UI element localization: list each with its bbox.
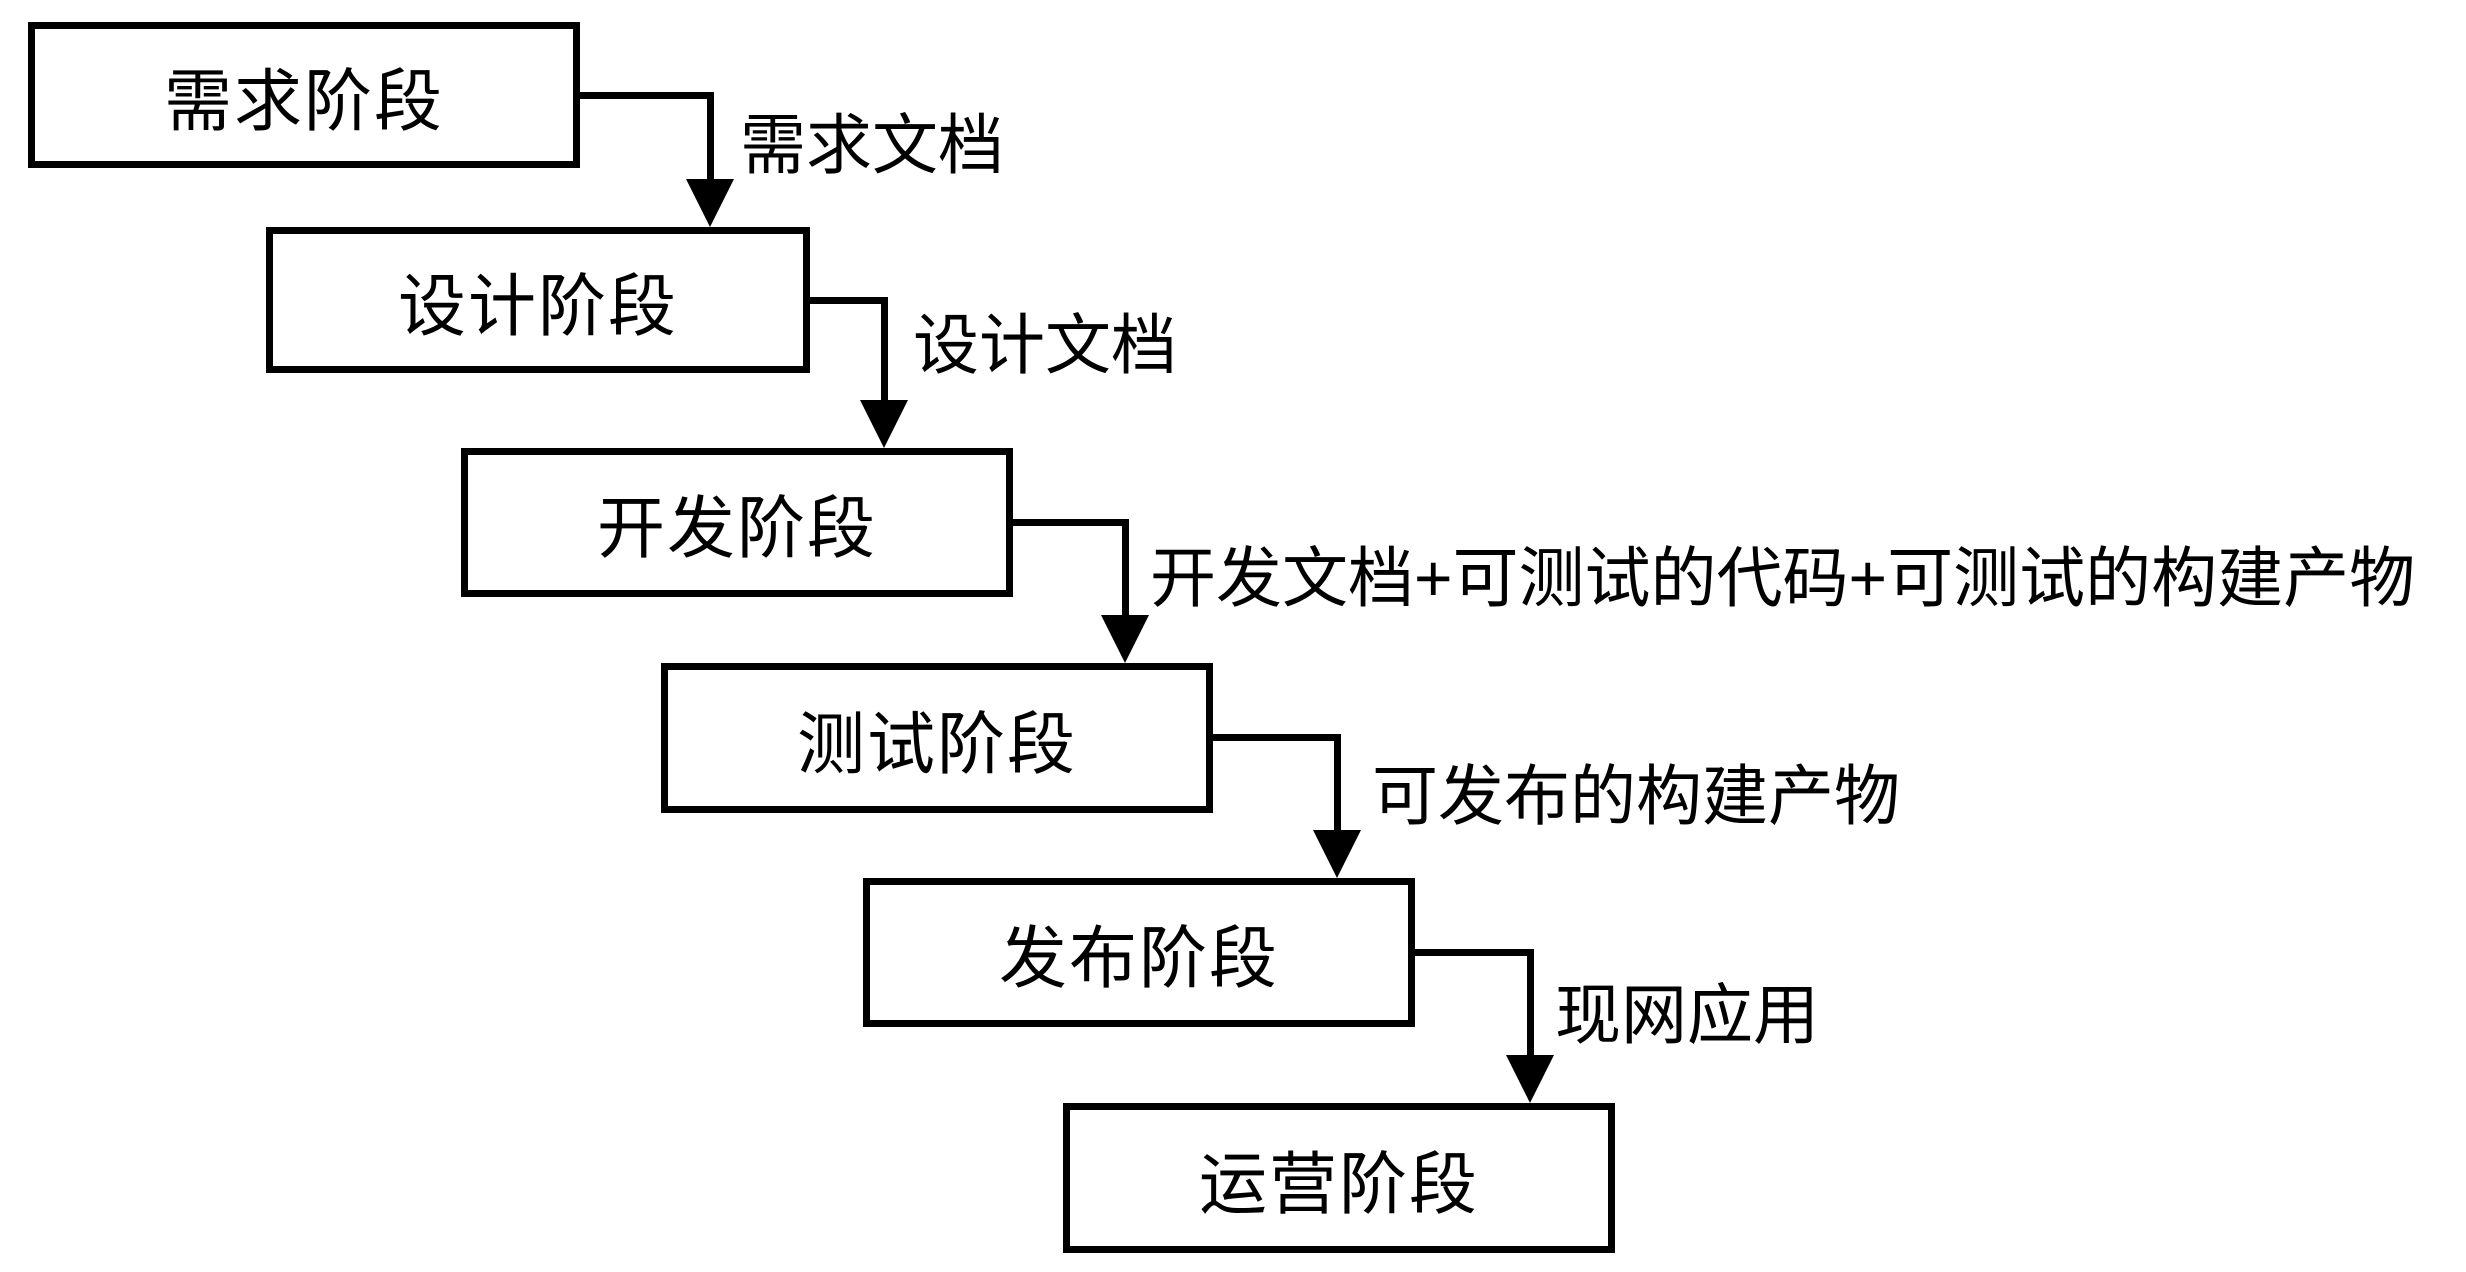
edge-label-releasable-artifacts: 可发布的构建产物: [1372, 759, 1900, 833]
edge-label-development-artifacts: 开发文档+可测试的代码+可测试的构建产物: [1150, 541, 2416, 615]
connector-development-testing-v-line: [1122, 519, 1129, 617]
stage-box-requirements: 需求阶段: [28, 22, 580, 168]
stage-label: 运营阶段: [1198, 1146, 1479, 1223]
connector-release-operations-h-line: [1415, 949, 1534, 956]
connector-requirements-design-v-line: [707, 92, 714, 181]
stage-label: 设计阶段: [397, 268, 678, 345]
edge-label-design-doc: 设计文档: [913, 308, 1177, 382]
arrow-down-icon: [1101, 615, 1149, 663]
connector-design-development-h-line: [810, 297, 888, 304]
connector-design-development-v-line: [881, 297, 888, 402]
stage-box-release: 发布阶段: [863, 878, 1415, 1027]
arrow-down-icon: [860, 400, 908, 448]
arrow-down-icon: [1313, 830, 1361, 878]
stage-label: 发布阶段: [998, 921, 1279, 997]
stage-label: 需求阶段: [163, 63, 444, 140]
arrow-down-icon: [686, 179, 734, 227]
stage-box-testing: 测试阶段: [661, 663, 1213, 813]
stage-box-operations: 运营阶段: [1063, 1103, 1615, 1253]
stage-box-development: 开发阶段: [461, 448, 1013, 597]
connector-release-operations-v-line: [1527, 949, 1534, 1057]
stage-label: 测试阶段: [796, 706, 1077, 783]
connector-testing-release-v-line: [1334, 734, 1341, 832]
connector-testing-release-h-line: [1213, 734, 1341, 741]
stage-label: 开发阶段: [596, 491, 877, 567]
edge-label-live-application: 现网应用: [1555, 978, 1819, 1052]
edge-label-requirements-doc: 需求文档: [740, 108, 1004, 182]
connector-requirements-design-h-line: [580, 92, 714, 99]
arrow-down-icon: [1506, 1055, 1554, 1103]
connector-development-testing-h-line: [1013, 519, 1129, 526]
stage-box-design: 设计阶段: [266, 227, 810, 373]
